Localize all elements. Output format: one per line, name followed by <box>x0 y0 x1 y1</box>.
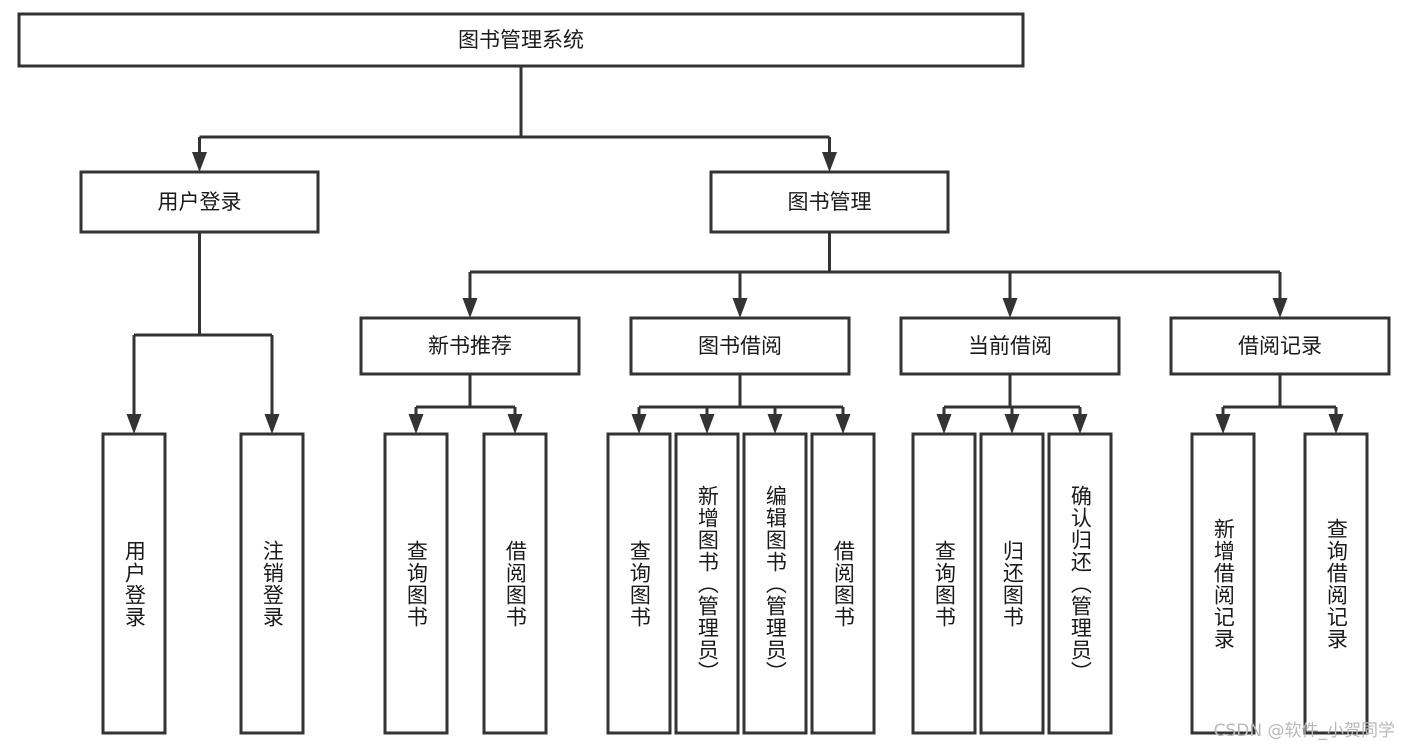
arrow-head-leaf_logout <box>264 414 280 434</box>
node-label-records: 借阅记录 <box>1238 334 1322 358</box>
node-label-root: 图书管理系统 <box>458 28 584 52</box>
node-box-login <box>79 170 320 234</box>
node-label-newbook: 新书推荐 <box>428 334 512 358</box>
node-box-re_query <box>1303 432 1369 735</box>
node-box-root <box>17 12 1025 68</box>
arrow-head-re_add <box>1215 414 1231 434</box>
node-box-current <box>899 316 1121 376</box>
node-box-newbook <box>359 316 581 376</box>
arrow-head-login <box>192 152 207 172</box>
node-box-bo_query <box>606 432 672 735</box>
arrow-head-leaf_login <box>126 414 142 434</box>
node-box-cu_query <box>911 432 977 735</box>
arrow-head-borrow <box>732 298 748 318</box>
node-label-bookmgmt: 图书管理 <box>788 190 872 214</box>
arrow-head-cu_return <box>1004 414 1020 434</box>
arrow-head-bo_add <box>699 414 715 434</box>
arrow-head-cu_query <box>936 414 952 434</box>
node-box-nb_borrow <box>482 432 548 735</box>
node-label-borrow: 图书借阅 <box>698 334 782 358</box>
arrow-head-nb_borrow <box>507 414 523 434</box>
arrow-head-current <box>1002 298 1018 318</box>
node-box-leaf_login <box>101 432 167 735</box>
arrow-head-re_query <box>1328 414 1344 434</box>
node-box-bo_lend <box>810 432 876 735</box>
arrow-head-bo_lend <box>835 414 851 434</box>
node-label-current: 当前借阅 <box>968 334 1052 358</box>
arrow-head-nb_query <box>408 414 424 434</box>
node-box-nb_query <box>383 432 449 735</box>
node-label-login: 用户登录 <box>158 190 242 214</box>
arrow-head-bo_query <box>631 414 647 434</box>
arrow-head-cu_confirm <box>1072 414 1088 434</box>
node-box-leaf_logout <box>239 432 305 735</box>
watermark-text: CSDN @软件_小贺同学 <box>1213 721 1395 741</box>
node-box-records <box>1169 316 1391 376</box>
node-box-bookmgmt <box>709 170 950 234</box>
arrow-head-newbook <box>462 298 478 318</box>
arrow-head-bo_edit <box>767 414 783 434</box>
arrow-head-bookmgmt <box>822 152 837 172</box>
node-box-bo_edit <box>742 432 808 735</box>
node-box-cu_confirm <box>1047 432 1113 735</box>
edges-layer <box>126 66 1344 434</box>
arrow-head-records <box>1272 298 1288 318</box>
node-box-cu_return <box>979 432 1045 735</box>
node-box-borrow <box>629 316 851 376</box>
node-box-bo_add <box>674 432 740 735</box>
node-box-re_add <box>1190 432 1256 735</box>
boxes-layer <box>17 12 1391 735</box>
